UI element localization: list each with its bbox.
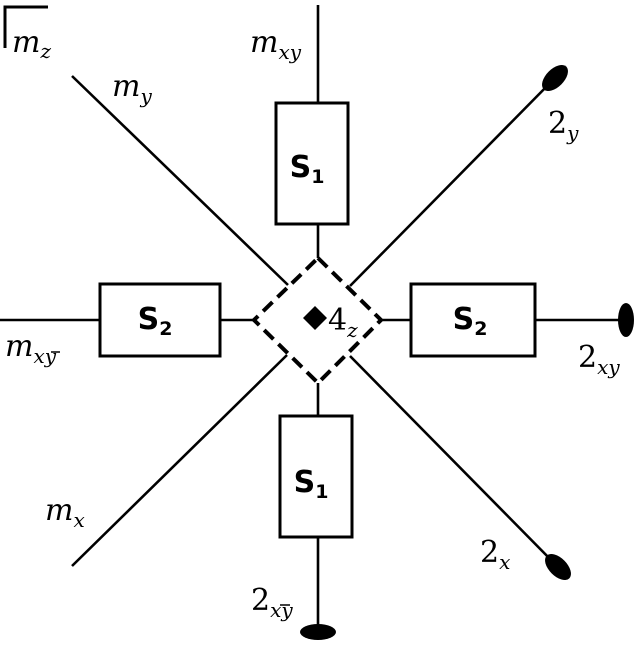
mirror-label-my: my (112, 69, 152, 108)
axis-line-2y (349, 79, 554, 287)
box-s2-right: S2 (409, 282, 537, 358)
svg-text:S2: S2 (138, 302, 173, 340)
box-s1-bottom: S1 (278, 414, 354, 539)
twofold-label-2xybar: 2xy (251, 583, 293, 622)
mirror-label-mxybar: mxy (5, 329, 60, 368)
box-s1-top: S1 (274, 101, 350, 226)
box-s2-left: S2 (98, 282, 222, 358)
svg-text:mxy: mxy (5, 329, 57, 368)
twofold-lens-2xy-icon (618, 303, 634, 337)
twofold-lens-2y-icon (542, 65, 568, 91)
svg-text:2xy: 2xy (251, 583, 293, 622)
mirror-label-mxy: mxy (250, 25, 302, 64)
axis-line-2x (349, 355, 556, 565)
fourfold-axis-diamond-icon (303, 306, 327, 330)
mirror-label-mx: mx (45, 493, 85, 532)
twofold-label-2xy: 2xy (578, 340, 620, 379)
mirror-line-my (71, 75, 289, 286)
twofold-label-2y: 2y (548, 106, 579, 145)
svg-text:S1: S1 (294, 465, 329, 503)
twofold-label-2x: 2x (480, 535, 510, 574)
twofold-lens-2x-icon (545, 554, 571, 580)
svg-text:S2: S2 (453, 302, 488, 340)
twofold-lens-2xybar-icon (300, 624, 336, 640)
svg-text:S1: S1 (290, 150, 325, 188)
mirror-line-mx (71, 354, 288, 567)
frame-corner-mark (3, 5, 48, 48)
fourfold-label-4z: 4z (328, 303, 358, 342)
frame-label-mz: mz (12, 25, 51, 63)
